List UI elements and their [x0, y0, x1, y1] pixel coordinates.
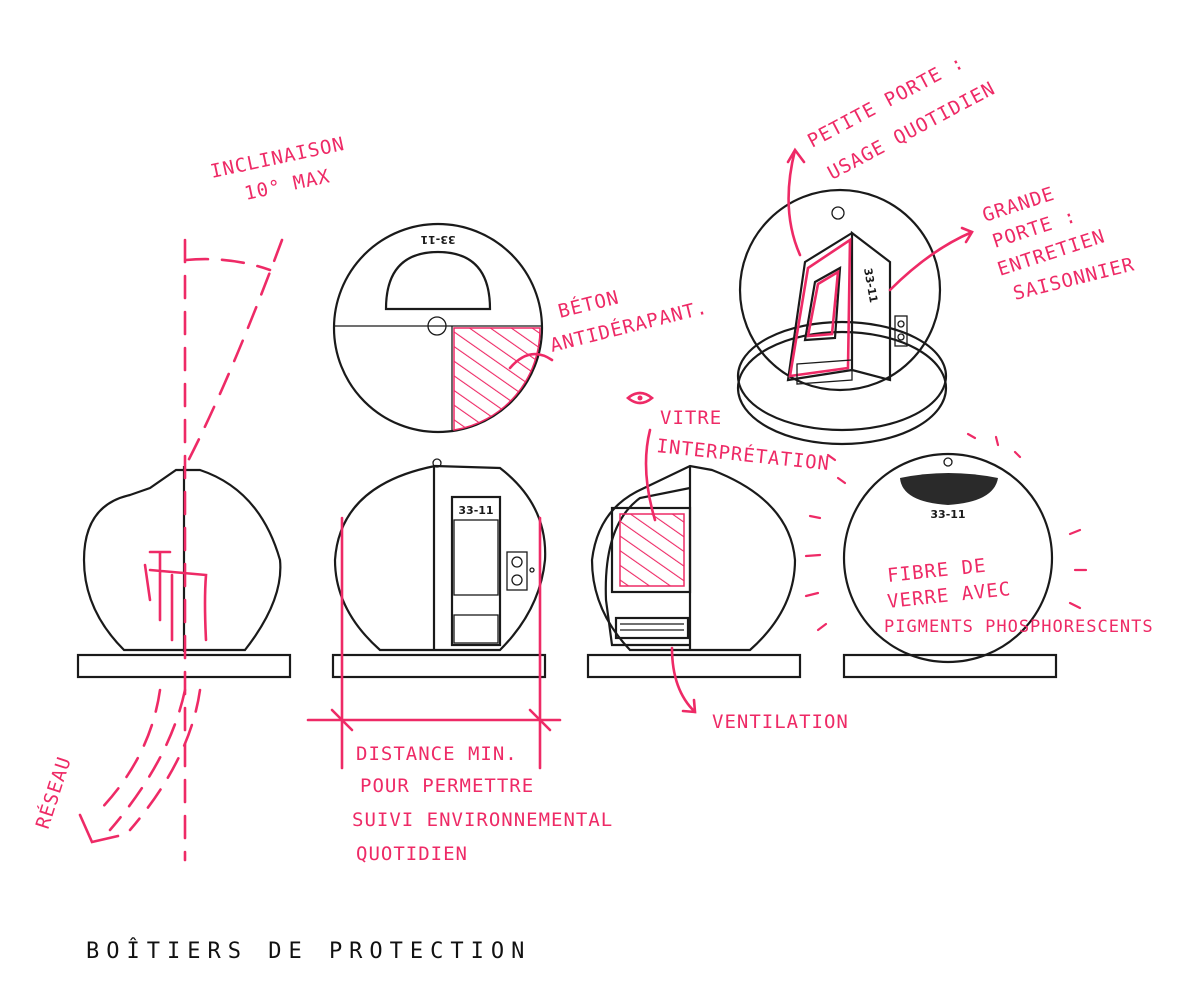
elevation-front-open-drawing	[586, 464, 802, 679]
annotation-distance-min: DISTANCE MIN.	[356, 743, 518, 765]
annotation-pour-permettre: POUR PERMETTRE	[360, 775, 534, 797]
top-view-drawing: 33-11	[332, 222, 544, 434]
perspective-view-drawing: 33-11	[736, 188, 948, 446]
annotation-quotidien: QUOTIDIEN	[356, 843, 468, 865]
annotation-vitre: VITRE	[660, 407, 722, 429]
annotation-pigments: PIGMENTS PHOSPHORESCENTS	[884, 617, 1154, 637]
annotation-strokes	[78, 147, 974, 862]
top-view-brand-label: 33-11	[420, 233, 455, 246]
concrete-hatch-area	[453, 327, 541, 431]
top-ventilation-slot	[900, 473, 998, 505]
annotation-ventilation: VENTILATION	[712, 711, 849, 733]
elevation-back-drawing: 33-11	[804, 432, 1088, 679]
phosphorescent-rays	[804, 432, 1088, 632]
annotation-beton: BÉTON	[556, 285, 622, 322]
back-brand-label: 33-11	[930, 508, 965, 521]
annotation-suivi: SUIVI ENVIRONNEMENTAL	[352, 809, 613, 831]
elevation-front-closed-drawing: 33-11	[331, 458, 547, 679]
window-hatch-area	[619, 513, 685, 587]
annotation-reseau: RÉSEAU	[31, 753, 76, 831]
perspective-brand-label: 33-11	[861, 267, 880, 304]
page-title: BOÎTIERS DE PROTECTION	[86, 938, 531, 964]
elevation-side-drawing	[76, 466, 292, 679]
front-closed-brand-label: 33-11	[458, 504, 493, 517]
